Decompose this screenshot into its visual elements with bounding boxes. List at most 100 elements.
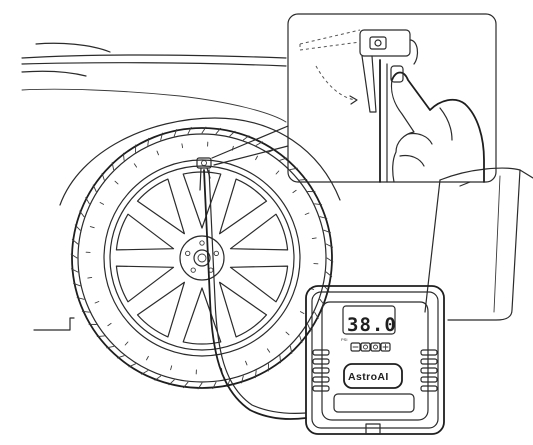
tread-mark xyxy=(201,126,207,134)
sidewall-notch xyxy=(311,237,317,240)
lug-nut xyxy=(199,240,205,246)
lug-nut xyxy=(185,250,191,257)
vent-slot-right xyxy=(420,349,438,356)
tread-mark xyxy=(73,282,81,287)
plus-button xyxy=(380,342,391,352)
tread-mark xyxy=(173,129,178,137)
rim-spoke-opening xyxy=(182,287,222,345)
sidewall-notch xyxy=(107,322,112,327)
rim-spoke-opening xyxy=(219,178,268,235)
tread-mark xyxy=(197,382,203,390)
tread-mark xyxy=(96,335,105,338)
tread-mark xyxy=(79,210,85,218)
vent-slot-left xyxy=(312,376,330,383)
tread-mark xyxy=(325,271,333,278)
sidewall-notch xyxy=(124,341,129,346)
sidewall-notch xyxy=(292,189,297,194)
vent-slot-left xyxy=(312,358,330,365)
sidewall-notch xyxy=(255,155,258,161)
pressure-unit-label: PSI xyxy=(341,337,347,342)
tread-mark xyxy=(141,370,149,375)
sidewall-notch xyxy=(133,163,138,168)
tread-mark xyxy=(92,184,97,192)
sidewall-notch xyxy=(146,355,149,361)
callout-pointer xyxy=(211,125,289,166)
tread-mark xyxy=(122,152,125,161)
vent-slot-right xyxy=(420,385,438,392)
tread-mark xyxy=(229,130,236,137)
tread-mark xyxy=(279,355,282,364)
tread-mark xyxy=(215,127,222,135)
tread-mark xyxy=(70,253,78,259)
light-button xyxy=(370,342,381,352)
tread-mark xyxy=(289,345,293,354)
sidewall-notch xyxy=(114,180,119,185)
sidewall-notch xyxy=(266,348,271,353)
tread-mark xyxy=(299,178,308,181)
vent-slot-left xyxy=(312,367,330,374)
rim-spoke-opening xyxy=(229,265,289,303)
tread-mark xyxy=(241,375,244,384)
tread-mark xyxy=(168,379,175,386)
tread-mark xyxy=(299,335,303,344)
wheel-rim xyxy=(115,171,289,345)
vent-slot-right xyxy=(420,358,438,365)
tread-mark xyxy=(106,345,115,349)
rim-spoke-opening xyxy=(229,213,289,251)
tread-mark xyxy=(212,381,217,390)
sidewall-notch xyxy=(156,150,159,156)
rim-spoke-opening xyxy=(182,171,222,229)
lug-nut xyxy=(213,250,219,257)
power-button xyxy=(343,363,403,389)
tread-mark xyxy=(307,324,312,332)
tread-mark xyxy=(279,157,288,161)
vent-slot-left xyxy=(312,385,330,392)
rim-spoke-opening xyxy=(219,281,268,338)
sidewall-notch xyxy=(170,365,173,371)
tread-mark xyxy=(154,375,162,381)
tread-mark xyxy=(242,135,250,141)
tread-mark xyxy=(128,363,136,368)
tread-mark xyxy=(70,268,79,273)
sidewall-notch xyxy=(285,331,290,336)
lug-nut xyxy=(190,267,196,273)
tread-mark xyxy=(326,257,334,263)
rim-spoke-opening xyxy=(136,178,185,235)
tread-mark xyxy=(74,224,81,231)
sidewall-notch xyxy=(275,170,280,175)
tread-mark xyxy=(323,229,331,234)
tread-mark xyxy=(147,137,150,146)
tread-mark xyxy=(160,132,163,141)
sidewall-notch xyxy=(299,311,305,314)
sidewall-notch xyxy=(99,202,105,205)
sidewall-notch xyxy=(304,212,310,215)
rim-spoke-opening xyxy=(115,213,175,251)
tire xyxy=(70,126,334,390)
vent-slot-left xyxy=(312,349,330,356)
tread-mark xyxy=(116,355,125,359)
sidewall-notch xyxy=(87,276,93,279)
tread-mark xyxy=(76,297,85,300)
inflator-device: 38.0 PSI AstroAI xyxy=(305,285,445,435)
rim-spoke-opening xyxy=(136,281,185,338)
tread-mark xyxy=(182,381,189,389)
sidewall-notch xyxy=(94,301,100,304)
valve-and-hose xyxy=(196,157,307,420)
tread-mark xyxy=(254,370,257,379)
tread-mark xyxy=(111,162,115,171)
tread-mark xyxy=(314,203,323,206)
inset-callout xyxy=(287,13,497,183)
vent-slot-right xyxy=(420,376,438,383)
tread-mark xyxy=(255,141,263,146)
brand-logo: AstroAI xyxy=(348,371,389,383)
control-buttons xyxy=(350,342,391,352)
car-body xyxy=(21,42,533,331)
tread-mark xyxy=(325,243,334,248)
sidewall-notch xyxy=(181,143,184,149)
tread-mark xyxy=(319,216,328,219)
rim-spoke-opening xyxy=(115,265,175,303)
sidewall-notch xyxy=(89,226,95,229)
sidewall-notch xyxy=(245,360,248,366)
